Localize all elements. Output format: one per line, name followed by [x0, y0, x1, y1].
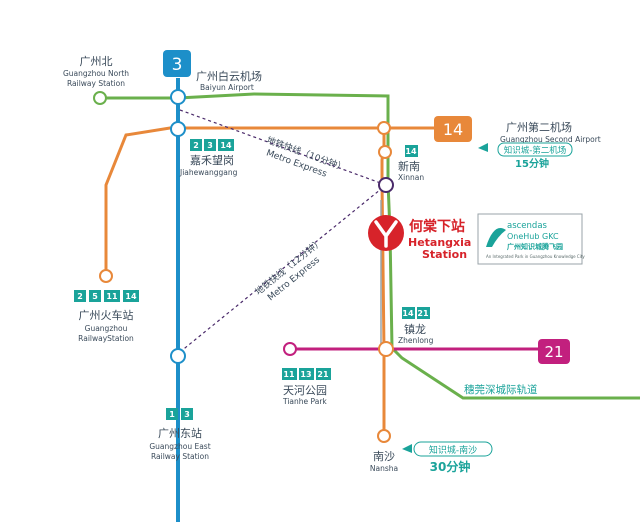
zhenlong-en: Zhenlong [398, 336, 434, 345]
zhenlong-transfer-bg-1 [402, 307, 415, 319]
line14-badge-label: 14 [443, 120, 463, 139]
hetangxia-cn: 何棠下站 [409, 218, 465, 235]
station-nansha-node [377, 429, 391, 443]
line14-main [380, 128, 386, 436]
gzrail-transfer-1: 2 [77, 292, 83, 301]
jiahewanggang-en: Jiahewanggang [179, 168, 238, 177]
express-lower-dashed [179, 184, 387, 353]
gzrail-transfer-4: 14 [125, 292, 137, 301]
ascendas-tagline: An Integrated Park in Guangzhou Knowledg… [486, 254, 585, 259]
guangzhou-railway-transfers: 2 5 11 14 [74, 290, 139, 302]
station-xinnan-node [378, 145, 392, 159]
baiyun-airport-cn: 广州白云机场 [196, 69, 262, 83]
station-baiyun-airport-node [170, 89, 186, 105]
gzrail-transfer-3: 11 [106, 292, 118, 301]
guangzhou-railway-en2: RailwayStation [78, 334, 134, 343]
tianhe-park-en: Tianhe Park [282, 397, 327, 406]
station-line14-top-node [377, 121, 391, 135]
station-jiahewanggang-node [170, 121, 186, 137]
nansha-route-text: 知识城-南沙 [429, 444, 477, 456]
jiahe-transfer-3: 14 [220, 141, 232, 150]
tianhe-transfer-2: 13 [300, 370, 311, 379]
nansha-cn: 南沙 [373, 450, 395, 463]
ascendas-name-cn: 广州知识城腾飞园 [507, 242, 563, 251]
guangzhou-north-en2: Railway Station [67, 79, 125, 88]
jiahe-transfer-2: 3 [207, 141, 213, 150]
line3-badge[interactable]: 3 [163, 50, 191, 77]
line21-badge-label: 21 [544, 343, 563, 361]
xinnan-transfer-bg [405, 145, 418, 157]
hetangxia-en2: Station [422, 248, 467, 261]
line21-badge[interactable]: 21 [538, 339, 570, 364]
airport-route-callout: 知识城-第二机场 15分钟 [478, 142, 573, 170]
line14-badge[interactable]: 14 [434, 116, 472, 142]
ascendas-leaf-icon [486, 228, 506, 247]
guangzhou-east-en1: Guangzhou East [149, 442, 210, 451]
airport-route-text: 知识城-第二机场 [504, 145, 567, 156]
zhenlong-transfer-1: 14 [402, 309, 414, 318]
express-upper-dashed [179, 109, 387, 186]
station-guangzhou-railway-node [99, 269, 113, 283]
guangzhou-railway-cn: 广州火车站 [79, 308, 134, 322]
station-zhenlong-node [378, 341, 394, 357]
tianhe-park-transfers: 11 13 21 [282, 368, 331, 380]
tianhe-park-cn: 天河公园 [283, 384, 327, 397]
second-airport-cn: 广州第二机场 [506, 120, 572, 134]
guangzhou-east-transfers: 1 3 [166, 408, 193, 420]
station-tianhe-park-node [283, 342, 297, 356]
jiahewanggang-cn: 嘉禾望岗 [190, 153, 234, 167]
gzeast-transfer-1: 1 [169, 410, 175, 419]
second-airport-en: Guangzhou Second Airport [500, 135, 601, 144]
tianhe-transfer-3: 21 [317, 370, 329, 379]
jiahewanggang-transfers: 2 3 14 [190, 139, 234, 151]
xinnan-cn: 新南 [398, 159, 420, 173]
gzeast-transfer-2: 3 [184, 410, 190, 419]
baiyun-airport-en: Baiyun Airport [200, 83, 254, 92]
airport-route-time: 15分钟 [515, 157, 549, 170]
ascendas-logo-box: ascendas OneHub GKC 广州知识城腾飞园 An Integrat… [477, 213, 585, 265]
gzrail-transfer-2: 5 [92, 292, 98, 301]
jiahe-transfer-1: 2 [193, 141, 199, 150]
hetangxia-en1: Hetangxia [408, 236, 471, 249]
zhenlong-transfer-bg-2 [417, 307, 430, 319]
intercity-label: 穗莞深城际轨道 [464, 383, 538, 396]
guangzhou-east-cn: 广州东站 [158, 426, 202, 440]
xinnan-en: Xinnan [398, 173, 424, 182]
xinnan-transfer: 14 [405, 147, 417, 156]
guangzhou-east-en2: Railway Station [151, 452, 209, 461]
tianhe-transfer-1: 11 [283, 370, 295, 379]
nansha-en: Nansha [370, 464, 398, 473]
zhenlong-cn: 镇龙 [404, 322, 426, 336]
ascendas-name: ascendas [507, 221, 548, 231]
station-guangzhou-east-node [170, 348, 186, 364]
station-express-junction-node [378, 177, 394, 193]
guangzhou-north-cn: 广州北 [80, 55, 113, 68]
express-upper-label: 地铁快线（10分钟） Metro Express [265, 134, 348, 180]
line3-badge-label: 3 [172, 55, 183, 75]
zhenlong-transfer-2: 21 [417, 309, 429, 318]
hetangxia-station-icon[interactable] [368, 215, 404, 251]
line14-west-branch [104, 126, 436, 272]
station-guangzhou-north-node [93, 91, 107, 105]
guangzhou-north-en1: Guangzhou North [63, 69, 129, 78]
nansha-route-callout: 知识城-南沙 30分钟 [402, 441, 493, 474]
ascendas-onehub: OneHub GKC [507, 232, 559, 241]
nansha-route-time: 30分钟 [430, 459, 471, 474]
guangzhou-railway-en1: Guangzhou [85, 324, 128, 333]
express-lower-label: 地铁快线（12分钟） Metro Express [253, 236, 325, 303]
green-line-airport [100, 92, 390, 182]
